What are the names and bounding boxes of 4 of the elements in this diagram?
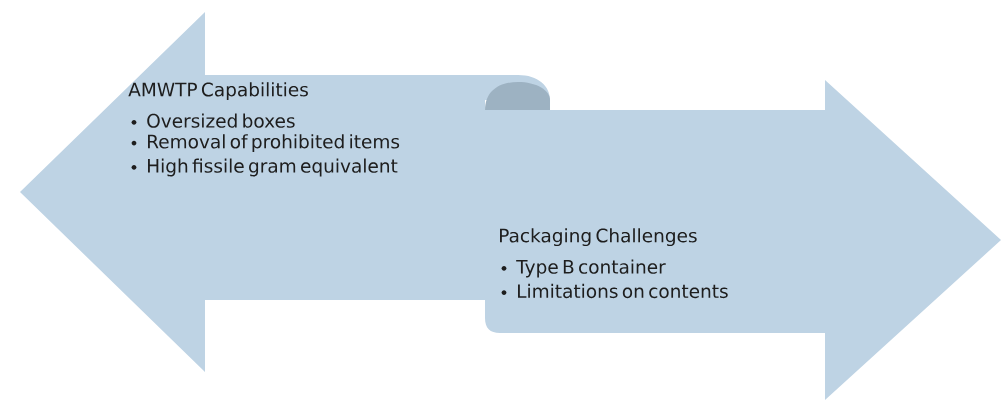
node-label: AMWTP Capabilities bbox=[128, 82, 308, 101]
node-label: Oversized boxes bbox=[147, 113, 295, 128]
node-label: High fissile gram equivalent bbox=[148, 158, 398, 177]
node-label: Removal of prohibited items bbox=[148, 134, 400, 153]
